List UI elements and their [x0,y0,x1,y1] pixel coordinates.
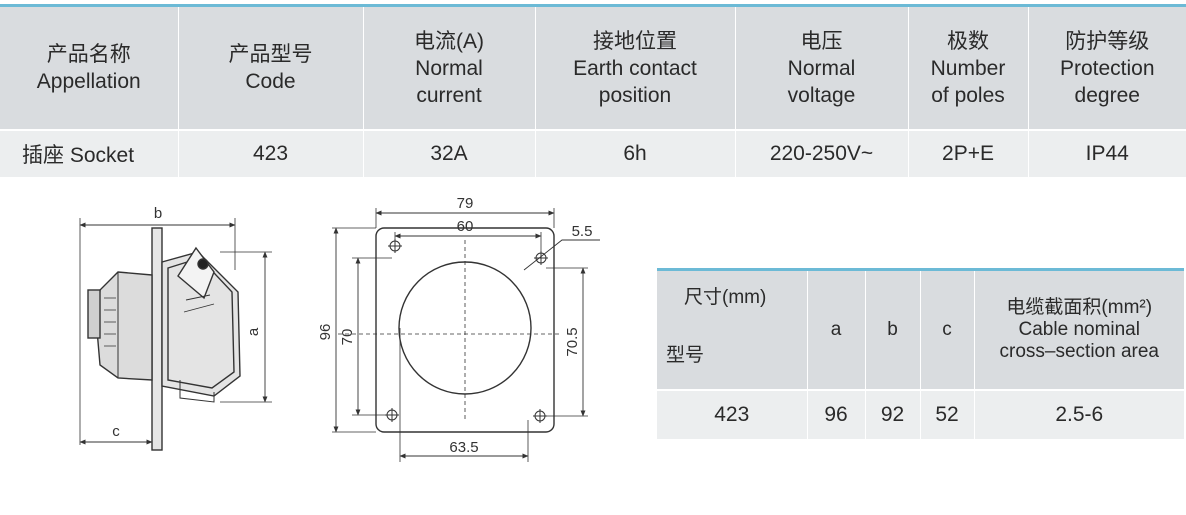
corner-label-model: 型号 [666,345,705,366]
dim-label-70: 70 [339,329,356,346]
cell-voltage: 220-250V~ [735,129,909,177]
corner-label-size: 尺寸(mm) [684,287,767,308]
dim-label-5-5: 5.5 [572,223,593,240]
dim-label-79: 79 [457,195,474,212]
dimension-table: 尺寸(mm) 型号 a b c 电缆截面积(mm²) Cable nominal… [657,268,1184,439]
dim-cell-model: 423 [657,389,808,439]
dim-label-60: 60 [457,218,474,235]
dim-label-a: a [245,327,262,336]
dim-label-63-5: 63.5 [449,439,478,456]
dim-header-c: c [920,271,975,390]
front-view-drawing [332,208,600,462]
dim-header-row: 尺寸(mm) 型号 a b c 电缆截面积(mm²) Cable nominal… [657,271,1184,390]
dim-label-c: c [112,423,120,440]
dim-label-70-5: 70.5 [564,327,581,356]
dim-cell-cable: 2.5-6 [974,389,1184,439]
dim-table-top-rule [657,268,1184,271]
dim-header-b: b [865,271,921,390]
cell-earth-position: 6h [535,129,736,177]
cell-protection: IP44 [1028,129,1186,177]
cell-appellation: 插座 Socket [0,129,179,177]
dim-corner-cell: 尺寸(mm) 型号 [657,271,808,390]
dim-label-96: 96 [317,324,334,341]
cell-current: 32A [363,129,536,177]
table-row: 插座 Socket 423 32A 6h 220-250V~ 2P+E IP44 [0,129,1186,177]
dim-header-cable: 电缆截面积(mm²) Cable nominal cross–section a… [974,271,1184,390]
dim-label-b: b [154,205,162,222]
cell-code: 423 [178,129,364,177]
table-row: 423 96 92 52 2.5-6 [657,389,1184,439]
dim-cell-c: 52 [920,389,975,439]
cell-poles: 2P+E [908,129,1029,177]
dim-cell-b: 92 [865,389,921,439]
dim-header-a: a [807,271,866,390]
table-top-rule [0,4,1186,7]
technical-drawings: b a c [79,195,600,462]
side-view-drawing [79,218,272,451]
dim-cell-a: 96 [807,389,866,439]
